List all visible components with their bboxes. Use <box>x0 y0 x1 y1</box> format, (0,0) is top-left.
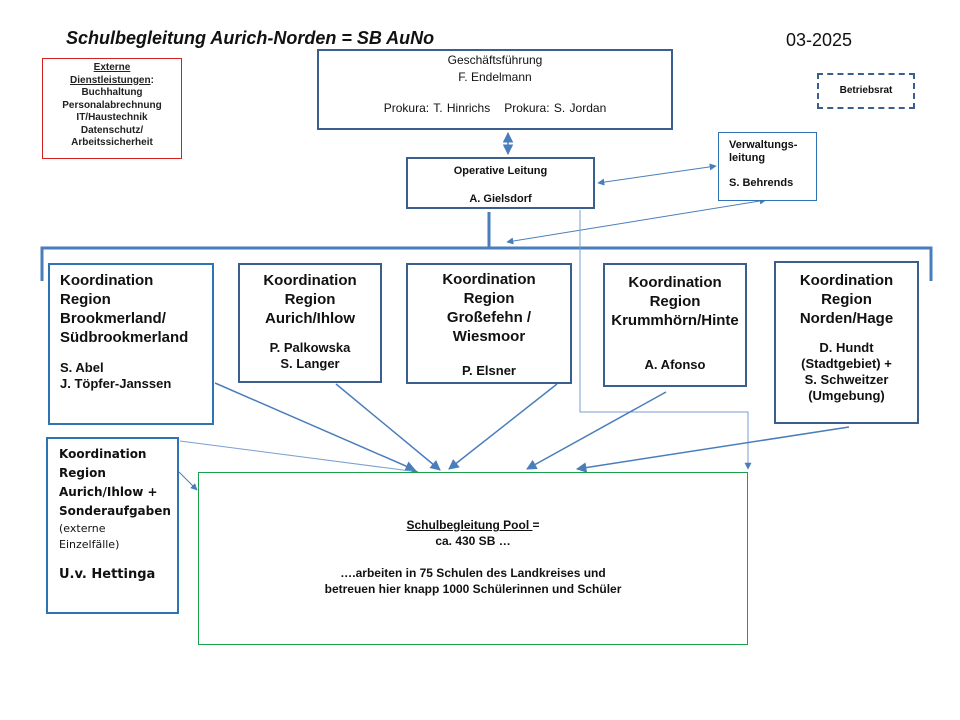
connector-region-6-pool-top <box>179 440 419 475</box>
external-heading-line2: Dienstleistungen <box>70 74 151 86</box>
region-title-line: Koordination <box>59 447 147 461</box>
admin-lead-title-1: Verwaltungs- <box>729 139 798 151</box>
region-title-line: Region <box>59 466 106 480</box>
region-person: P. Elsner <box>462 363 516 378</box>
region-box-aurich-ihlow: Koordination Region Aurich/Ihlow P. Palk… <box>238 263 382 383</box>
admin-lead-box: Verwaltungs- leitung S. Behrends <box>718 132 817 201</box>
region-subtitle-line: (externe <box>59 522 106 535</box>
region-person: S. Schweitzer <box>804 372 889 387</box>
region-title-line: Wiesmoor <box>452 328 526 345</box>
region-title-line: Großefehn / <box>446 309 532 326</box>
region-box-norden-hage: Koordination Region Norden/Hage D. Hundt… <box>774 261 919 424</box>
region-bracket-bar <box>40 246 933 281</box>
region-title-line: Südbrookmerland <box>60 329 189 346</box>
region-person: U.v. Hettinga <box>59 567 156 582</box>
region-box-brookmerland: Koordination Region Brookmerland/ Südbro… <box>48 263 214 425</box>
external-item: Datenschutz/ <box>80 124 144 136</box>
region-title-line: Region <box>649 293 701 310</box>
pool-desc-line-1: ….arbeiten in 75 Schulen des Landkreises… <box>340 566 606 580</box>
region-person: (Umgebung) <box>808 388 885 403</box>
region-title-line: Sonderaufgaben <box>59 504 171 518</box>
prokura-1: Prokura: T. Hinrichs <box>383 101 491 115</box>
connector-region-6-pool-side <box>178 471 198 491</box>
page-title: Schulbegleitung Aurich-Norden = SB AuNo <box>66 28 435 48</box>
operative-lead-box: Operative Leitung A. Gielsdorf <box>406 157 595 209</box>
region-title-line: Aurich/Ihlow <box>265 310 355 327</box>
region-title-line: Aurich/Ihlow + <box>59 485 158 499</box>
region-title-line: Koordination <box>60 272 154 289</box>
pool-heading: Schulbegleitung Pool <box>406 518 533 532</box>
region-person: (Stadtgebiet) + <box>801 356 892 371</box>
management-box: Geschäftsführung F. Endelmann Prokura: T… <box>317 49 673 130</box>
external-heading-line1: Externe <box>93 62 131 73</box>
region-box-grossefehn-wiesmoor: Koordination Region Großefehn / Wiesmoor… <box>406 263 572 384</box>
region-title-line: Krummhörn/Hinte <box>611 312 739 329</box>
region-title-line: Koordination <box>263 272 357 289</box>
region-box-aurich-ihlow-special: Koordination Region Aurich/Ihlow + Sonde… <box>46 437 179 614</box>
operative-lead-title: Operative Leitung <box>453 165 548 177</box>
connector-region-4-pool <box>526 391 667 470</box>
region-person: J. Töpfer-Janssen <box>60 376 172 391</box>
region-title-line: Region <box>284 291 336 308</box>
pool-desc-line-2: betreuen hier knapp 1000 Schülerinnen un… <box>324 582 622 596</box>
region-person: P. Palkowska <box>269 340 351 355</box>
connector-region-1-pool <box>214 382 416 472</box>
region-title-line: Region <box>463 290 515 307</box>
region-person: S. Langer <box>280 356 340 371</box>
region-person: S. Abel <box>60 360 104 375</box>
external-item: Personalabrechnung <box>62 99 162 111</box>
external-item: IT/Haustechnik <box>76 112 148 123</box>
region-title-line: Koordination <box>799 272 894 289</box>
region-title-line: Region <box>60 291 111 308</box>
management-name: F. Endelmann <box>458 70 532 84</box>
external-heading-suffix: : <box>150 74 154 86</box>
region-person: D. Hundt <box>819 340 874 355</box>
operative-lead-name: A. Gielsdorf <box>469 193 532 205</box>
connector-operative-admin <box>597 163 717 186</box>
pool-box: Schulbegleitung Pool = ca. 430 SB … ….ar… <box>198 472 748 645</box>
region-title-line: Region <box>821 291 872 308</box>
region-title-line: Koordination <box>628 274 722 291</box>
date-label: 03-2025 <box>786 30 853 50</box>
region-title-line: Norden/Hage <box>799 310 894 327</box>
region-title-line: Brookmerland/ <box>60 310 166 327</box>
prokura-2: Prokura: S. Jordan <box>504 101 607 115</box>
works-council-label: Betriebsrat <box>839 85 893 96</box>
connector-admin-bar <box>506 197 767 245</box>
pool-count: ca. 430 SB … <box>435 534 511 548</box>
connector-operative-pool <box>579 210 752 470</box>
region-subtitle-line: Einzelfälle) <box>59 538 120 551</box>
external-item: Arbeitssicherheit <box>71 137 153 148</box>
external-item: Buchhaltung <box>81 87 143 98</box>
region-box-krummhoern-hinte: Koordination Region Krummhörn/Hinte A. A… <box>603 263 747 387</box>
region-person: A. Afonso <box>644 357 706 372</box>
connector-region-3-pool <box>448 383 558 470</box>
region-title-line: Koordination <box>442 271 536 288</box>
works-council-box: Betriebsrat <box>817 73 915 109</box>
management-title: Geschäftsführung <box>447 53 543 67</box>
admin-lead-title-2: leitung <box>729 152 766 164</box>
connector-region-2-pool <box>335 383 441 471</box>
connector-region-5-pool <box>575 426 850 473</box>
external-services-box: Externe Dienstleistungen: Buchhaltung Pe… <box>42 58 182 159</box>
pool-heading-suffix: = <box>532 518 540 532</box>
admin-lead-name: S. Behrends <box>729 177 794 189</box>
